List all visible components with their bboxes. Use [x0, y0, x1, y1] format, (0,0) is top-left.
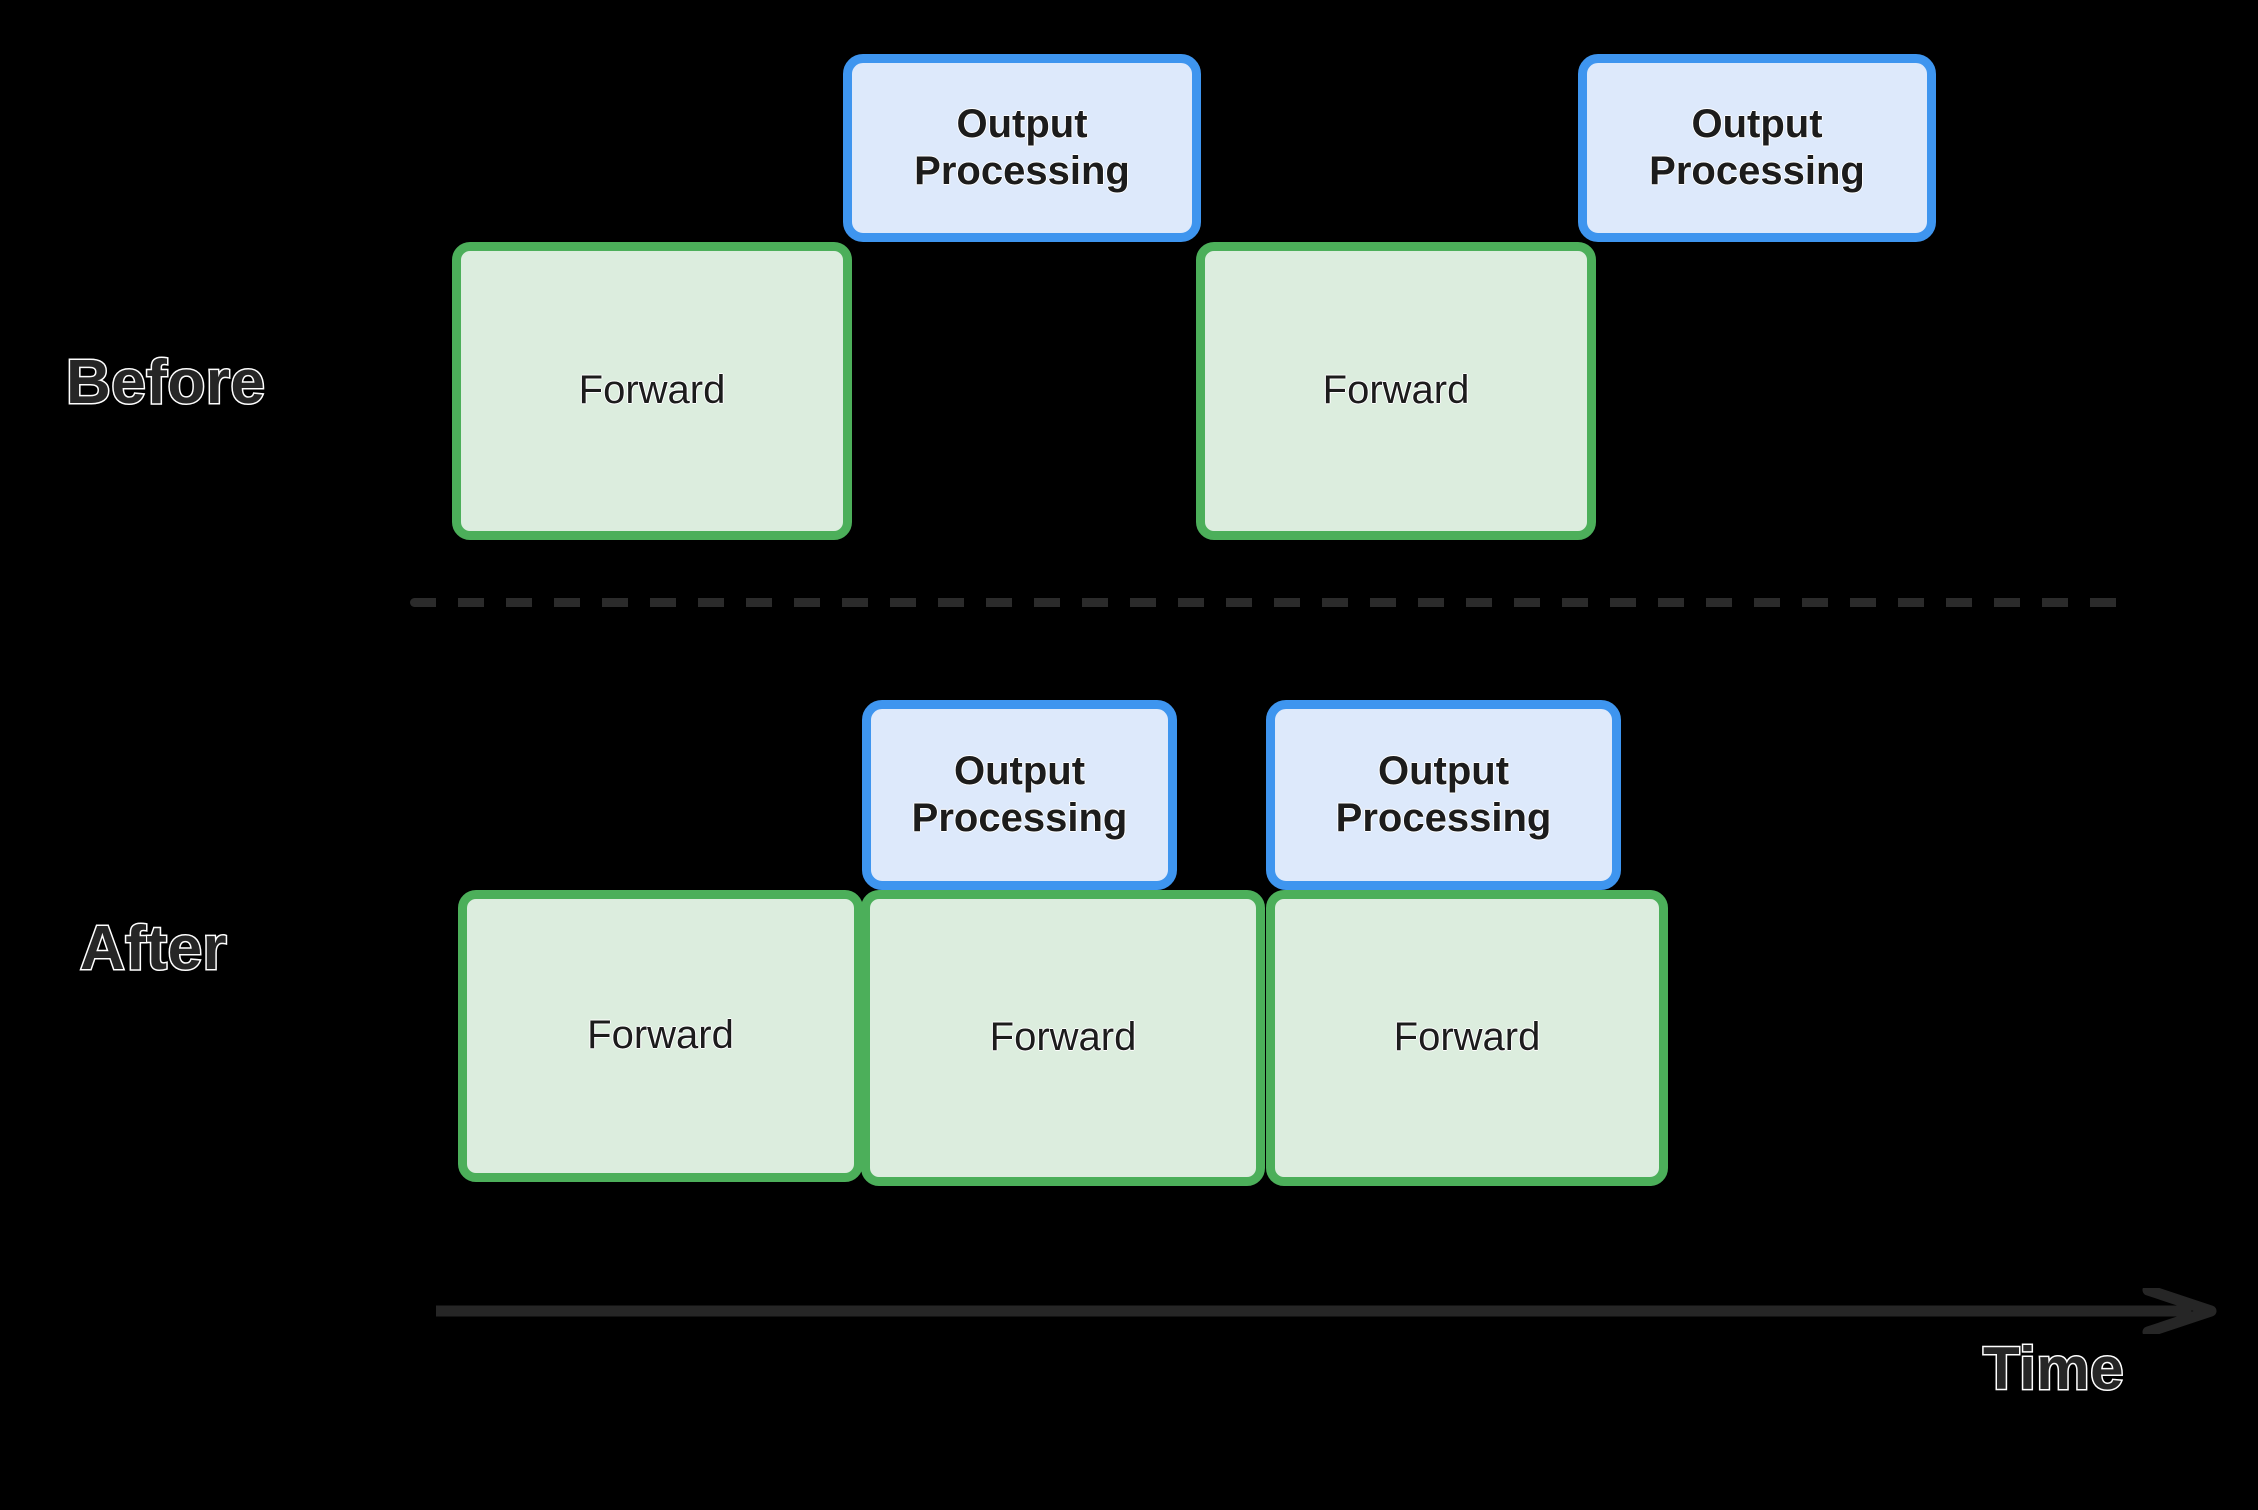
after-output-processing-block-2: Output Processing	[1266, 700, 1621, 890]
output-line-2: Processing	[914, 149, 1130, 193]
time-axis-label: Time	[1982, 1335, 2125, 1402]
before-output-processing-text-1: Output Processing	[914, 101, 1130, 195]
row-label-after: After	[78, 914, 228, 983]
before-forward-text-1: Forward	[578, 368, 726, 413]
before-forward-block-1: Forward	[452, 242, 852, 540]
after-forward-text-2: Forward	[989, 1015, 1137, 1060]
before-output-processing-block-1: Output Processing	[843, 54, 1201, 242]
section-divider	[410, 598, 2125, 607]
time-axis-arrowhead	[2142, 1288, 2217, 1334]
after-forward-text-1: Forward	[587, 1013, 734, 1058]
before-output-processing-text-2: Output Processing	[1649, 101, 1865, 195]
after-output-processing-text-1: Output Processing	[912, 748, 1128, 842]
after-forward-block-3: Forward	[1266, 890, 1668, 1186]
before-forward-text-2: Forward	[1322, 368, 1470, 413]
output-line-1: Output	[956, 101, 1088, 146]
output-line-1: Output	[1377, 748, 1510, 793]
after-forward-block-2: Forward	[861, 890, 1265, 1186]
after-output-processing-block-1: Output Processing	[862, 700, 1177, 890]
after-output-processing-text-2: Output Processing	[1336, 748, 1552, 842]
row-label-before: Before	[64, 348, 266, 417]
time-axis-arrow	[436, 1288, 2226, 1334]
output-line-2: Processing	[911, 796, 1128, 840]
output-line-2: Processing	[1649, 149, 1865, 193]
output-line-1: Output	[1691, 101, 1823, 146]
output-line-1: Output	[953, 748, 1086, 793]
output-line-2: Processing	[1335, 796, 1552, 840]
before-forward-block-2: Forward	[1196, 242, 1596, 540]
after-forward-text-3: Forward	[1393, 1015, 1541, 1060]
after-forward-block-1: Forward	[458, 890, 863, 1182]
before-output-processing-block-2: Output Processing	[1578, 54, 1936, 242]
